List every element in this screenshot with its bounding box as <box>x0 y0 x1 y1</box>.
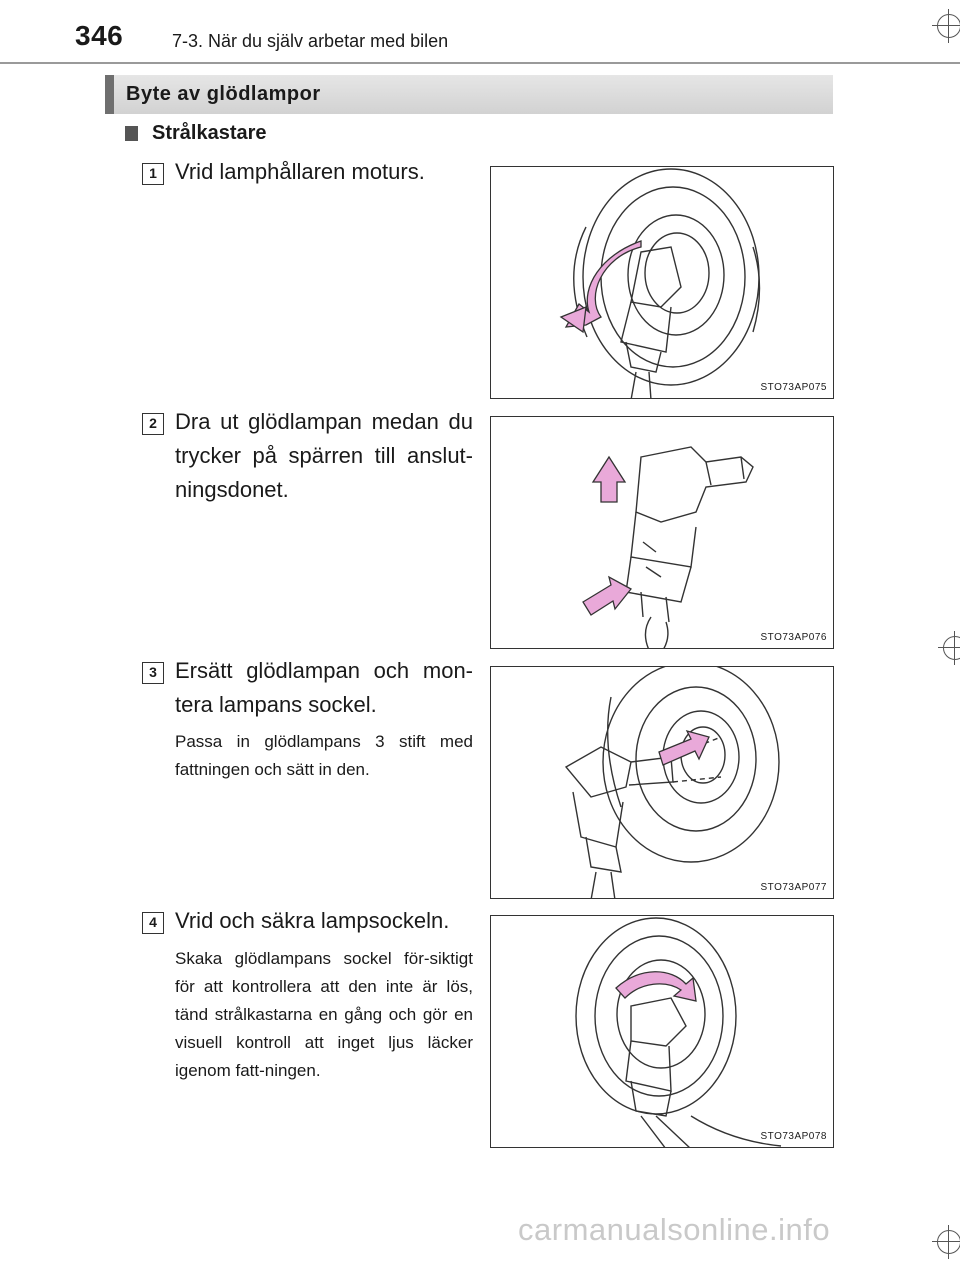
watermark: carmanualsonline.info <box>518 1212 831 1247</box>
illustration-icon <box>559 168 761 398</box>
illustration-icon <box>582 446 754 648</box>
figure-pull-bulb: STO73AP076 <box>490 416 834 649</box>
step-text: Vrid och säkra lampsockeln. <box>175 908 450 933</box>
subheading-bullet-icon <box>125 126 138 141</box>
step-text: Vrid lamphållaren moturs. <box>175 159 425 184</box>
step-text: Ersätt glödlampan och mon-tera lampans s… <box>175 658 473 717</box>
step-number: 1 <box>142 163 164 185</box>
figure-rotate-holder: STO73AP075 <box>490 166 834 399</box>
subheading: Strålkastare <box>152 122 267 144</box>
figure-code: STO73AP076 <box>760 632 827 643</box>
section-bar <box>105 75 833 114</box>
crop-mark-icon <box>932 1225 960 1259</box>
step-note: Skaka glödlampans sockel för-siktigt för… <box>175 949 473 1080</box>
chapter-title: 7-3. När du själv arbetar med bilen <box>172 31 449 51</box>
step-number: 3 <box>142 662 164 684</box>
step-number: 4 <box>142 912 164 934</box>
crop-mark-icon <box>932 9 960 43</box>
step-number: 2 <box>142 413 164 435</box>
figure-insert-bulb: STO73AP077 <box>490 666 834 899</box>
header-rule <box>0 62 960 64</box>
section-title: Byte av glödlampor <box>126 83 321 105</box>
step-text: Dra ut glödlampan medan du trycker på sp… <box>175 409 473 502</box>
illustration-icon <box>564 667 780 898</box>
page-number: 346 <box>75 20 124 51</box>
figure-secure-socket: STO73AP078 <box>490 915 834 1148</box>
figure-code: STO73AP078 <box>760 1131 827 1142</box>
step-note: Passa in glödlampans 3 stift med fattnin… <box>175 732 473 779</box>
figure-code: STO73AP077 <box>760 882 827 893</box>
illustration-icon <box>575 917 782 1147</box>
crop-mark-icon <box>938 631 960 665</box>
figure-code: STO73AP075 <box>760 382 827 393</box>
